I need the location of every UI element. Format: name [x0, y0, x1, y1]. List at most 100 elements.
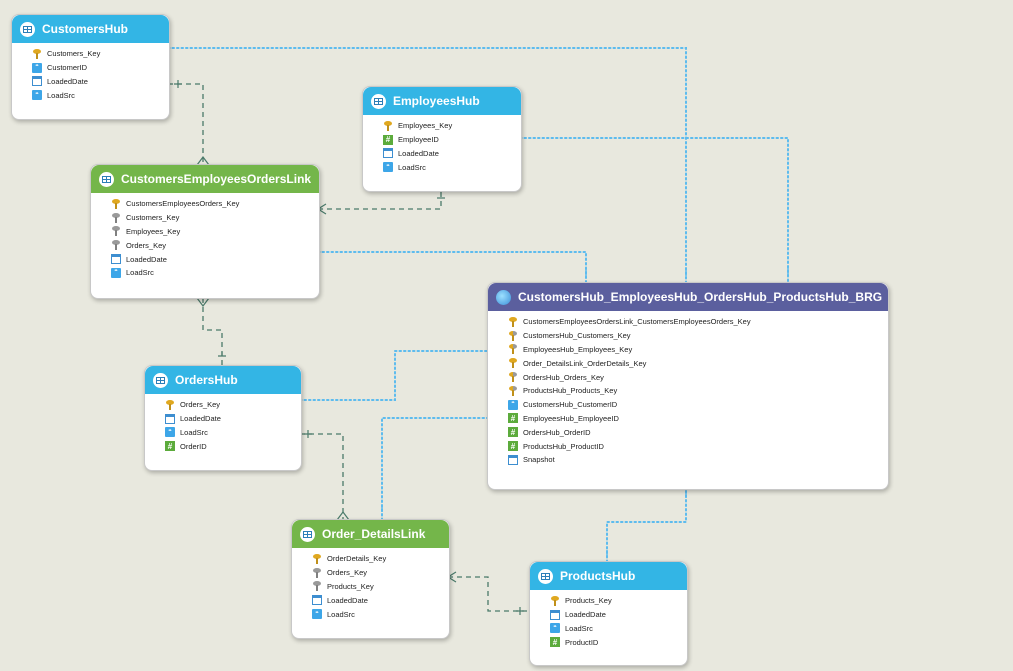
bridge-connector-orders [299, 350, 489, 401]
field-name: Employees_Key [398, 121, 453, 131]
field-row[interactable]: LoadedDate [383, 147, 521, 161]
field-name: CustomersHub_CustomerID [523, 400, 618, 410]
entity-header[interactable]: CustomersEmployeesOrdersLink [91, 165, 319, 193]
field-row[interactable]: Products_Key [550, 594, 687, 608]
field-name: ProductsHub_ProductID [523, 441, 604, 451]
field-name: EmployeesHub_Employees_Key [523, 344, 633, 354]
entity-header[interactable]: CustomersHub [12, 15, 169, 43]
field-row[interactable]: LoadedDate [165, 412, 301, 426]
field-row[interactable]: “LoadSrc [165, 426, 301, 440]
entity-header[interactable]: Order_DetailsLink [292, 520, 449, 548]
foreign-key-icon [111, 240, 121, 251]
foreign-key-icon [312, 581, 322, 592]
primary-key-icon [508, 316, 518, 327]
field-name: LoadSrc [327, 609, 355, 619]
field-row[interactable]: Orders_Key [165, 398, 301, 412]
entity-employees-hub[interactable]: EmployeesHub Employees_Key # EmployeeID Loa… [362, 86, 522, 192]
field-row[interactable]: Customers_Key [111, 211, 319, 225]
number-type-icon: # [383, 134, 393, 145]
entity-bridge-table[interactable]: CustomersHub_EmployeesHub_OrdersHub_Prod… [487, 282, 889, 490]
field-row[interactable]: OrdersHub_Orders_Key [508, 370, 888, 384]
field-row[interactable]: “LoadSrc [111, 266, 319, 280]
entity-header[interactable]: EmployeesHub [363, 87, 521, 115]
number-type-icon: # [508, 427, 518, 438]
field-row[interactable]: # EmployeeID [383, 133, 521, 147]
field-name: Customers_Key [126, 213, 180, 223]
foreign-key-icon [111, 226, 121, 237]
entity-header[interactable]: ProductsHub [530, 562, 687, 590]
field-name: ProductID [565, 637, 599, 647]
entity-title: CustomersEmployeesOrdersLink [121, 172, 312, 186]
field-row[interactable]: “LoadSrc [32, 88, 169, 102]
field-row[interactable]: Orders_Key [312, 566, 449, 580]
link-connector-order-details-products [448, 576, 530, 612]
date-type-icon [165, 413, 175, 424]
primary-key-icon [32, 48, 42, 59]
field-row[interactable]: “LoadSrc [550, 622, 687, 636]
number-type-icon: # [508, 413, 518, 424]
field-row[interactable]: CustomersEmployeesOrders_Key [111, 197, 319, 211]
field-row[interactable]: # OrdersHub_OrderID [508, 425, 888, 439]
field-row[interactable]: LoadedDate [111, 252, 319, 266]
field-row[interactable]: Customers_Key [32, 47, 169, 61]
entity-header[interactable]: OrdersHub [145, 366, 301, 394]
field-list: CustomersEmployeesOrdersLink_CustomersEm… [488, 311, 888, 467]
field-row[interactable]: # ProductsHub_ProductID [508, 439, 888, 453]
field-row[interactable]: Products_Key [312, 580, 449, 594]
field-row[interactable]: “CustomerID [32, 61, 169, 75]
field-row[interactable]: CustomersEmployeesOrdersLink_CustomersEm… [508, 315, 888, 329]
string-type-icon: “ [32, 62, 42, 73]
field-row[interactable]: Employees_Key [111, 225, 319, 239]
primary-key-icon [508, 358, 518, 369]
field-name: OrderID [180, 441, 207, 451]
date-type-icon [111, 254, 121, 265]
table-icon [153, 372, 168, 388]
field-row[interactable]: OrderDetails_Key [312, 552, 449, 566]
entity-customers-employees-orders-link[interactable]: CustomersEmployeesOrdersLink CustomersEm… [90, 164, 320, 299]
string-type-icon: “ [165, 427, 175, 438]
field-row[interactable]: CustomersHub_Customers_Key [508, 329, 888, 343]
field-row[interactable]: ProductsHub_Products_Key [508, 384, 888, 398]
field-row[interactable]: Employees_Key [383, 119, 521, 133]
composite-key-icon [508, 330, 518, 341]
field-row[interactable]: #EmployeesHub_EmployeeID [508, 412, 888, 426]
field-list: Employees_Key # EmployeeID LoadedDate“LoadS… [363, 115, 521, 174]
field-row[interactable]: “CustomersHub_CustomerID [508, 398, 888, 412]
number-type-icon: # [508, 441, 518, 452]
field-name: Snapshot [523, 455, 555, 465]
field-row[interactable]: “LoadSrc [312, 607, 449, 621]
field-row[interactable]: LoadedDate [312, 593, 449, 607]
field-name: LoadedDate [126, 254, 167, 264]
table-icon [20, 21, 35, 37]
primary-key-icon [383, 120, 393, 131]
entity-header[interactable]: CustomersHub_EmployeesHub_OrdersHub_Prod… [488, 283, 888, 311]
field-name: LoadSrc [565, 623, 593, 633]
link-connector-employees [318, 191, 442, 210]
table-icon [300, 526, 315, 542]
field-row[interactable]: LoadedDate [550, 608, 687, 622]
field-row[interactable]: Orders_Key [111, 238, 319, 252]
entity-title: Order_DetailsLink [322, 527, 426, 541]
field-row[interactable]: #ProductID [550, 635, 687, 649]
table-icon [538, 568, 553, 584]
field-name: ProductsHub_Products_Key [523, 386, 618, 396]
field-row[interactable]: #OrderID [165, 439, 301, 453]
field-name: OrdersHub_OrderID [523, 427, 591, 437]
field-name: EmployeeID [398, 135, 439, 145]
field-row[interactable]: LoadedDate [32, 75, 169, 89]
field-row[interactable]: Order_DetailsLink_OrderDetails_Key [508, 356, 888, 370]
field-name: Products_Key [565, 596, 612, 606]
field-row[interactable]: “LoadSrc [383, 160, 521, 174]
field-name: LoadSrc [126, 268, 154, 278]
bridge-connector-products [606, 489, 687, 563]
string-type-icon: “ [383, 162, 393, 173]
field-row[interactable]: Snapshot [508, 453, 888, 467]
field-row[interactable]: EmployeesHub_Employees_Key [508, 343, 888, 357]
